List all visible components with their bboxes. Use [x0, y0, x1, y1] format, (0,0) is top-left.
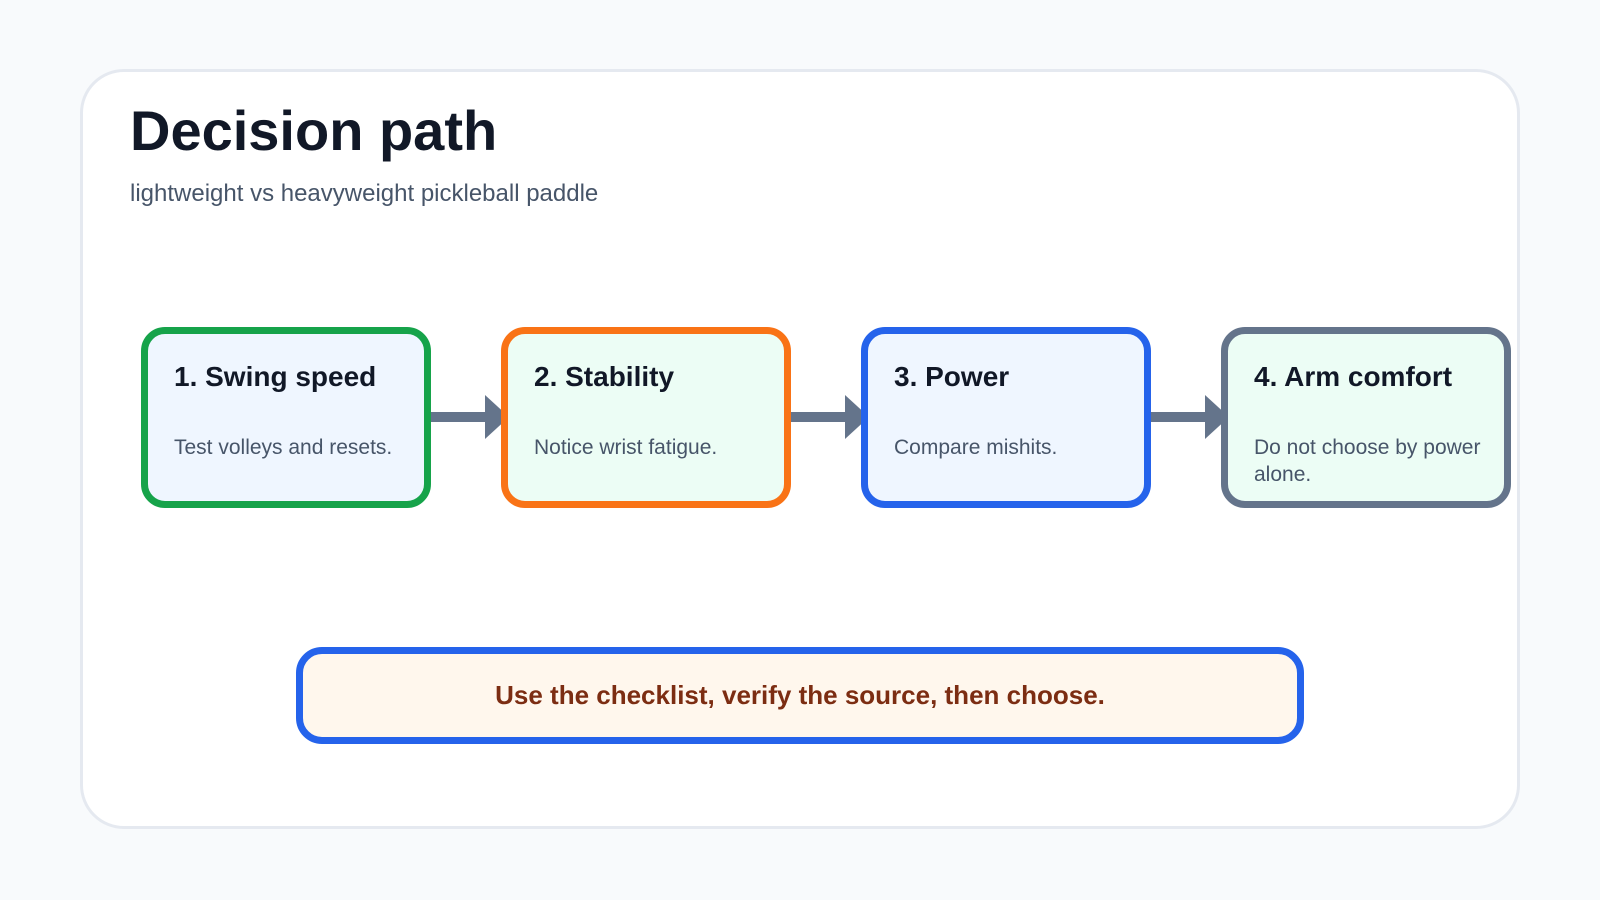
- step-title: 4. Arm comfort: [1254, 361, 1453, 392]
- step-description: Notice wrist fatigue.: [534, 436, 718, 459]
- step-power: 3. Power Compare mishits.: [861, 327, 1151, 508]
- summary-text: Use the checklist, verify the source, th…: [495, 680, 1105, 710]
- step-description: Test volleys and resets.: [174, 436, 393, 459]
- arrow-connector-2: [791, 395, 869, 439]
- arrow-connector-1: [431, 395, 509, 439]
- diagram-subtitle: lightweight vs heavyweight pickleball pa…: [130, 180, 599, 207]
- step-title: 1. Swing speed: [174, 361, 377, 392]
- diagram-title: Decision path: [130, 99, 498, 162]
- step-title: 2. Stability: [534, 361, 675, 392]
- step-description: Compare mishits.: [894, 436, 1058, 459]
- step-arm-comfort: 4. Arm comfort Do not choose by power al…: [1221, 327, 1511, 508]
- step-stability: 2. Stability Notice wrist fatigue.: [501, 327, 791, 508]
- step-description: Do not choose by power alone.: [1254, 436, 1481, 486]
- arrow-connector-3: [1151, 395, 1229, 439]
- step-title: 3. Power: [894, 361, 1010, 392]
- summary-box: Use the checklist, verify the source, th…: [296, 647, 1304, 744]
- step-swing-speed: 1. Swing speed Test volleys and resets.: [141, 327, 431, 508]
